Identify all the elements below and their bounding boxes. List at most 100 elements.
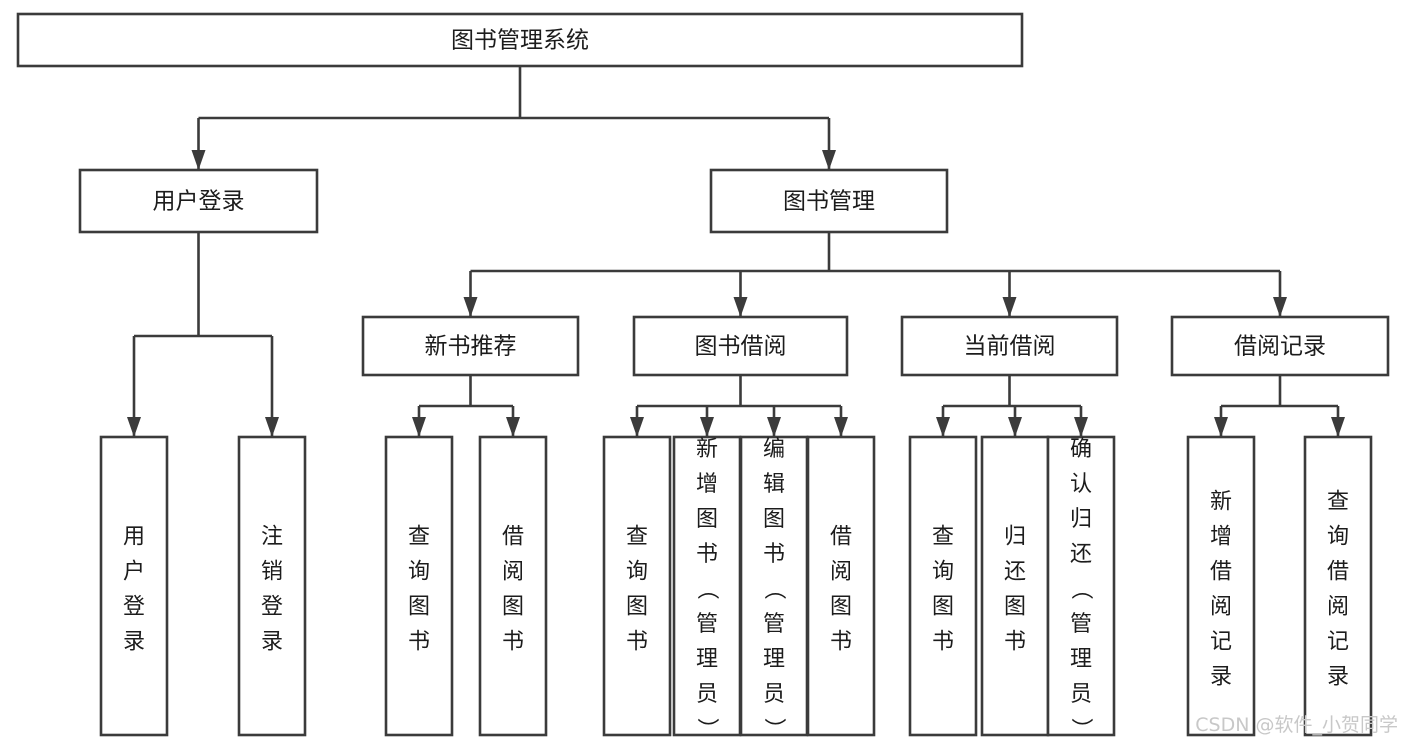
leaf-label-char: 归	[1070, 507, 1092, 532]
leaf-label-char: 借	[1210, 559, 1232, 584]
node-leaf-4[interactable]	[602, 435, 672, 737]
node-level2-2[interactable]	[900, 315, 1119, 377]
leaf-label-char: 借	[502, 524, 524, 549]
leaf-label-char: ）	[694, 718, 719, 740]
node-level2-3[interactable]	[1170, 315, 1390, 377]
leaf-label-char: 登	[123, 594, 145, 619]
leaf-label-char: 员	[1070, 682, 1092, 707]
leaf-label-char: 登	[261, 594, 283, 619]
leaf-label-char: 户	[123, 559, 145, 584]
leaf-label-char: 理	[763, 647, 785, 672]
leaf-label-char: 借	[830, 524, 852, 549]
leaf-label-char: 记	[1210, 629, 1232, 654]
leaf-label-char: 借	[1327, 559, 1349, 584]
node-leaf-5[interactable]	[672, 435, 742, 737]
leaf-label-char: 图	[408, 594, 430, 619]
node-level1-label-1: 图书管理	[783, 189, 875, 215]
leaf-label-char: 还	[1004, 559, 1026, 584]
leaf-label-char: 注	[261, 524, 283, 549]
leaf-label-char: 编	[763, 437, 785, 462]
leaf-label-char: 图	[1004, 594, 1026, 619]
leaf-label-char: 增	[1210, 524, 1232, 549]
leaf-label-char: 图	[763, 507, 785, 532]
leaf-label-char: 阅	[1210, 594, 1232, 619]
leaf-label-char: 归	[1004, 524, 1026, 549]
node-level2-label-2: 当前借阅	[964, 334, 1056, 360]
node-leaf-label-0: 用户登录	[123, 524, 145, 654]
node-level1-0[interactable]	[78, 168, 319, 234]
arrow-head-icon	[767, 417, 781, 437]
node-root-label: 图书管理系统	[451, 28, 589, 54]
leaf-label-char: 图	[932, 594, 954, 619]
node-leaf-12[interactable]	[1303, 435, 1373, 737]
node-leaf-9[interactable]	[980, 435, 1050, 737]
leaf-label-char: ）	[1068, 718, 1093, 740]
leaf-label-char: 录	[261, 629, 283, 654]
arrow-head-icon	[733, 297, 748, 317]
leaf-label-char: 查	[1327, 489, 1349, 514]
arrow-head-icon	[936, 417, 950, 437]
leaf-label-char: 图	[502, 594, 524, 619]
leaf-label-char: 录	[1210, 664, 1232, 689]
node-leaf-0[interactable]	[99, 435, 169, 737]
leaf-label-char: 阅	[502, 559, 524, 584]
node-level2-label-0: 新书推荐	[425, 334, 517, 360]
leaf-label-char: 记	[1327, 629, 1349, 654]
node-level2-label-1: 图书借阅	[695, 334, 787, 360]
arrow-head-icon	[191, 150, 206, 170]
connector-layer	[127, 66, 1345, 437]
arrow-head-icon	[822, 150, 836, 170]
node-level1-label-0: 用户登录	[153, 189, 245, 215]
node-leaf-10[interactable]	[1046, 435, 1116, 737]
node-leaf-8[interactable]	[908, 435, 978, 737]
arrow-head-icon	[1008, 417, 1022, 437]
node-leaf-2[interactable]	[384, 435, 454, 737]
leaf-label-char: 查	[408, 524, 430, 549]
leaf-label-char: 书	[626, 629, 648, 654]
leaf-label-char: 询	[932, 559, 954, 584]
node-leaf-11[interactable]	[1186, 435, 1256, 737]
node-layer: 图书管理系统用户登录图书管理新书推荐图书借阅当前借阅借阅记录用户登录注销登录查询…	[16, 12, 1390, 740]
node-leaf-1[interactable]	[237, 435, 307, 737]
leaf-label-char: 确	[1070, 437, 1092, 462]
arrow-head-icon	[1002, 297, 1017, 317]
leaf-label-char: 书	[502, 629, 524, 654]
leaf-label-char: 图	[626, 594, 648, 619]
arrow-head-icon	[1214, 417, 1228, 437]
arrow-head-icon	[412, 417, 426, 437]
leaf-label-char: 辑	[763, 472, 785, 497]
node-level2-1[interactable]	[632, 315, 849, 377]
node-leaf-3[interactable]	[478, 435, 548, 737]
leaf-label-char: （	[694, 578, 719, 600]
leaf-label-char: 阅	[1327, 594, 1349, 619]
leaf-label-char: 新	[696, 437, 718, 462]
node-level2-0[interactable]	[361, 315, 580, 377]
arrow-head-icon	[265, 417, 279, 437]
leaf-label-char: 理	[696, 647, 718, 672]
leaf-label-char: 书	[932, 629, 954, 654]
leaf-label-char: 录	[1327, 664, 1349, 689]
leaf-label-char: 书	[696, 542, 718, 567]
node-leaf-7[interactable]	[806, 435, 876, 737]
arrow-head-icon	[463, 297, 478, 317]
leaf-label-char: 管	[763, 612, 785, 637]
node-root[interactable]	[16, 12, 1024, 68]
leaf-label-char: 询	[626, 559, 648, 584]
leaf-label-char: 新	[1210, 489, 1232, 514]
node-level2-label-3: 借阅记录	[1234, 334, 1326, 360]
arrow-head-icon	[834, 417, 848, 437]
leaf-label-char: 书	[1004, 629, 1026, 654]
node-level1-1[interactable]	[709, 168, 949, 234]
arrow-head-icon	[700, 417, 714, 437]
leaf-label-char: 理	[1070, 647, 1092, 672]
